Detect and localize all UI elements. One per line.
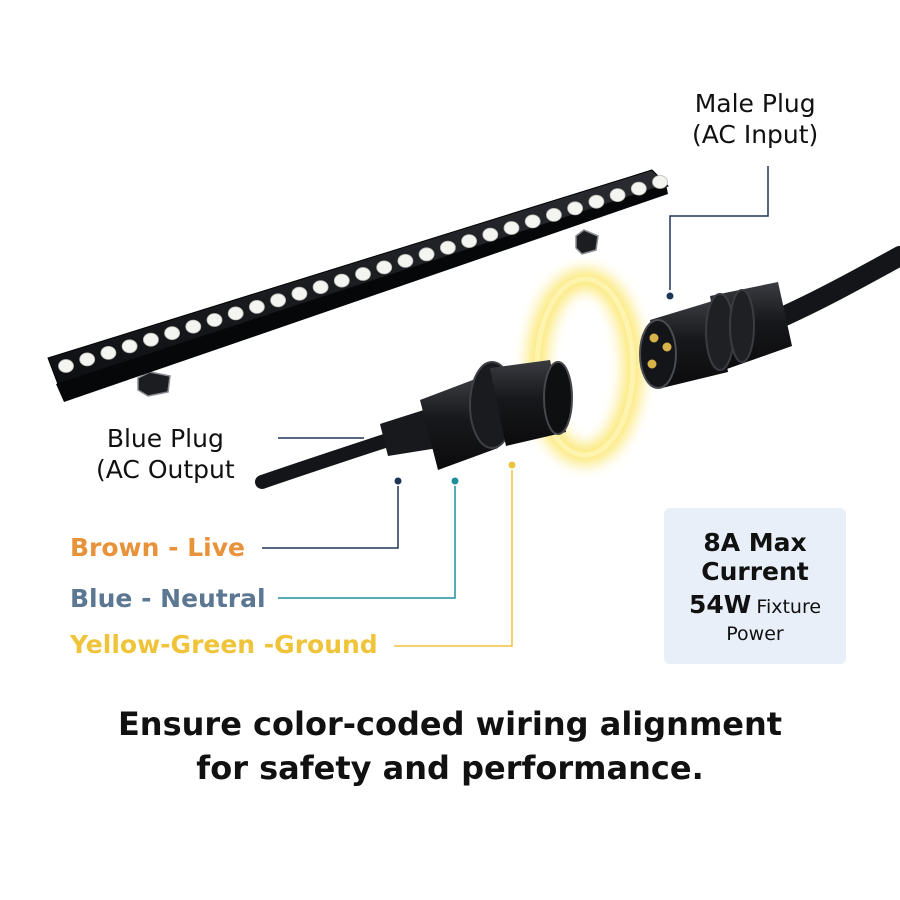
male-plug-label-line1: Male Plug (694, 89, 816, 118)
led-dot (100, 345, 117, 360)
led-dot (227, 306, 244, 321)
led-row (58, 175, 668, 373)
led-dot (588, 194, 605, 209)
spec-power-row: 54W Fixture (664, 590, 846, 623)
wire-label-blue-neutral: Blue - Neutral (70, 584, 266, 613)
male-plug (639, 282, 792, 389)
wire-label-brown-live: Brown - Live (70, 533, 245, 562)
led-dot (164, 326, 181, 341)
led-dot (609, 188, 626, 203)
blue-plug-label: Blue Plug (AC Output (96, 423, 235, 485)
led-dot (524, 214, 541, 229)
male-plug-callout (669, 166, 769, 290)
led-dot (291, 286, 308, 301)
led-dot (248, 299, 265, 314)
led-dot (567, 201, 583, 216)
spec-max-current-line1: 8A Max (703, 528, 807, 557)
male-plug-label: Male Plug (AC Input) (692, 88, 818, 150)
caption-line1: Ensure color-coded wiring alignment (117, 705, 783, 743)
caption: Ensure color-coded wiring alignment for … (0, 702, 900, 790)
blue-plug-label-line2: (AC Output (96, 455, 235, 484)
led-dot (270, 293, 287, 308)
led-dot (503, 221, 520, 235)
blue-plug-label-line1: Blue Plug (106, 424, 224, 453)
mounting-bracket-left (137, 371, 171, 397)
brown-live-callout (262, 486, 399, 549)
spec-power-value: 54W (688, 590, 752, 619)
led-dot (79, 352, 96, 367)
led-dot (355, 267, 371, 281)
wire-label-ground: Yellow-Green -Ground (70, 630, 378, 659)
brown-live-callout-dot (394, 477, 402, 485)
led-dot (376, 260, 393, 275)
mounting-bracket-right (575, 229, 599, 255)
led-fixture (47, 169, 669, 402)
led-dot (652, 175, 668, 189)
led-dot (185, 319, 202, 334)
led-dot (461, 234, 478, 249)
blue-neutral-callout (278, 486, 456, 599)
led-dot (546, 207, 562, 222)
led-dot (630, 181, 647, 196)
spec-max-current-line2: Current (701, 557, 809, 586)
female-plug (380, 360, 573, 470)
led-dot (121, 339, 138, 354)
led-dot (206, 313, 223, 327)
led-dot (397, 253, 414, 268)
ground-callout (394, 470, 513, 647)
led-dot (333, 273, 350, 288)
blue-neutral-callout-dot (451, 477, 459, 485)
spec-power-label2: Power (726, 623, 784, 645)
led-dot (312, 280, 329, 295)
male-plug-label-line2: (AC Input) (692, 120, 819, 149)
callout-lines (262, 166, 769, 647)
spec-power-label: Fixture (756, 596, 822, 618)
fixture-bottom-edge (56, 184, 668, 402)
led-dot (142, 332, 159, 347)
caption-line2: for safety and performance. (196, 749, 704, 787)
led-dot (58, 359, 74, 373)
led-dot (482, 227, 499, 242)
input-cable (770, 246, 900, 328)
spec-box: 8A Max Current 54W Fixture Power (664, 508, 846, 664)
led-dot (439, 240, 456, 255)
male-plug-callout-dot (666, 292, 674, 300)
ground-callout-dot (508, 461, 516, 469)
led-dot (418, 247, 435, 262)
